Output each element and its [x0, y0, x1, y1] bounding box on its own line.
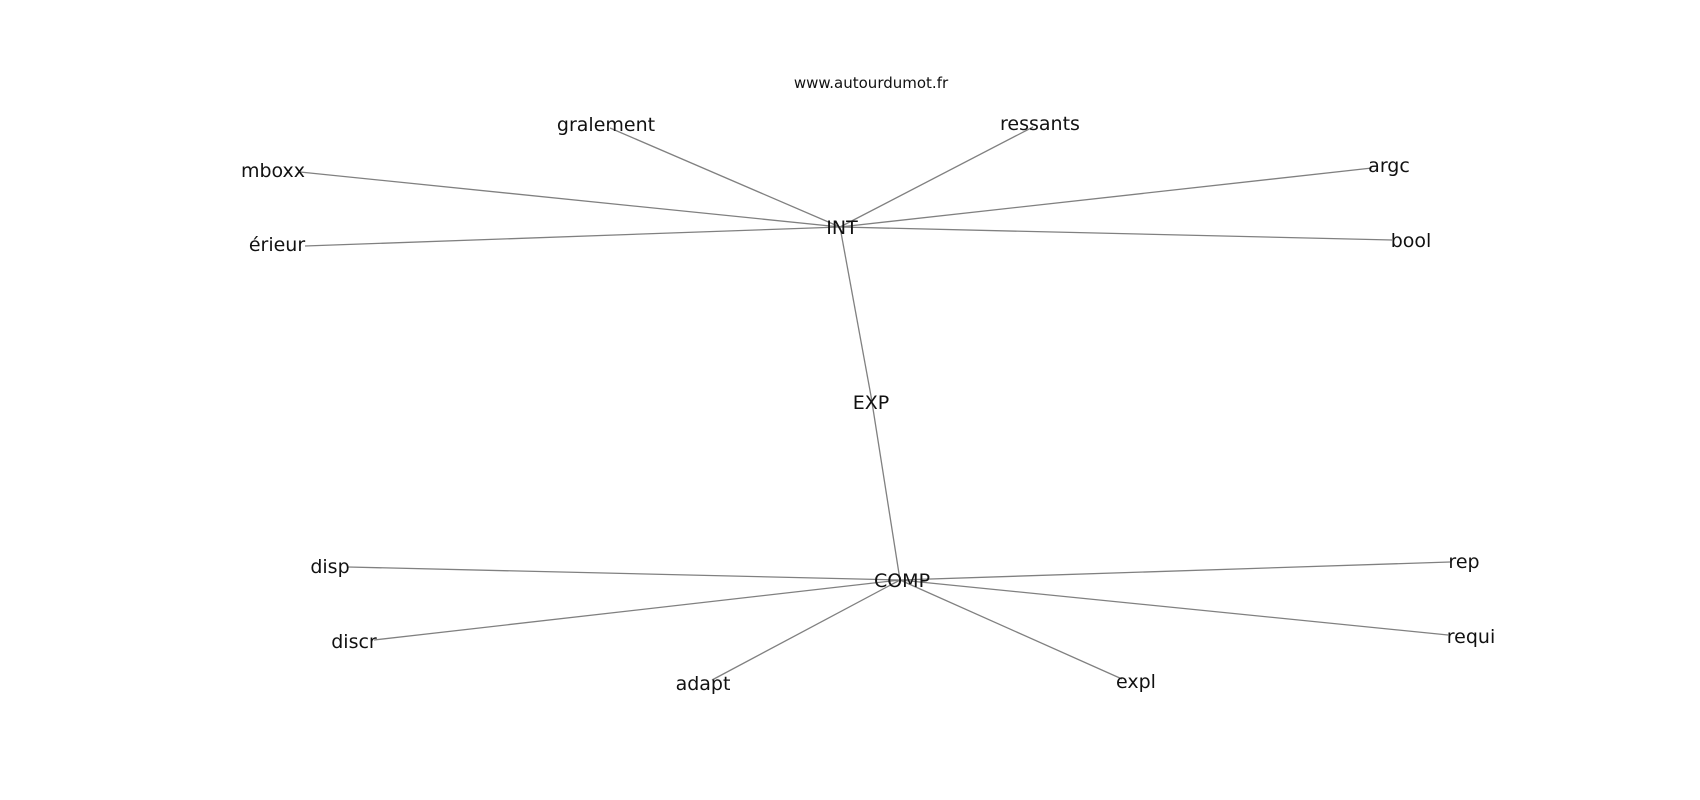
- edge-exp-comp: [870, 395, 901, 581]
- node-label-requi: requi: [1447, 626, 1495, 648]
- node-label-ressants: ressants: [1000, 113, 1080, 135]
- node-label-argc: argc: [1368, 155, 1410, 177]
- edge-int-argc: [839, 167, 1373, 228]
- edge-int-ressants: [839, 126, 1034, 228]
- edge-int-exp: [839, 226, 872, 397]
- edge-int-gralement: [609, 127, 841, 228]
- node-label-discr: discr: [331, 631, 377, 653]
- edge-int-mboxx: [299, 171, 841, 228]
- node-label-mboxx: mboxx: [241, 160, 305, 182]
- edge-int-bool: [839, 226, 1393, 241]
- node-label-rep: rep: [1448, 551, 1479, 573]
- node-label-bool: bool: [1391, 230, 1432, 252]
- edge-comp-expl: [899, 579, 1123, 680]
- edge-comp-adapt: [711, 579, 901, 681]
- node-label-adapt: adapt: [676, 673, 731, 695]
- edge-int-erieur: [304, 226, 841, 247]
- node-label-disp: disp: [310, 556, 349, 578]
- node-label-comp: COMP: [874, 570, 930, 592]
- node-label-int: INT: [826, 217, 858, 239]
- node-label-expl: expl: [1116, 671, 1156, 693]
- node-label-erieur: érieur: [249, 234, 306, 256]
- node-label-exp: EXP: [853, 392, 889, 414]
- edge-comp-discr: [373, 579, 901, 641]
- site-watermark: www.autourdumot.fr: [794, 74, 949, 92]
- node-label-gralement: gralement: [557, 114, 655, 136]
- edge-comp-disp: [347, 566, 901, 581]
- edge-comp-rep: [899, 561, 1451, 581]
- node-layer: INT EXP COMP gralement ressants mboxx argc érie…: [241, 113, 1495, 695]
- edge-layer: [299, 126, 1451, 681]
- edge-comp-requi: [899, 579, 1449, 636]
